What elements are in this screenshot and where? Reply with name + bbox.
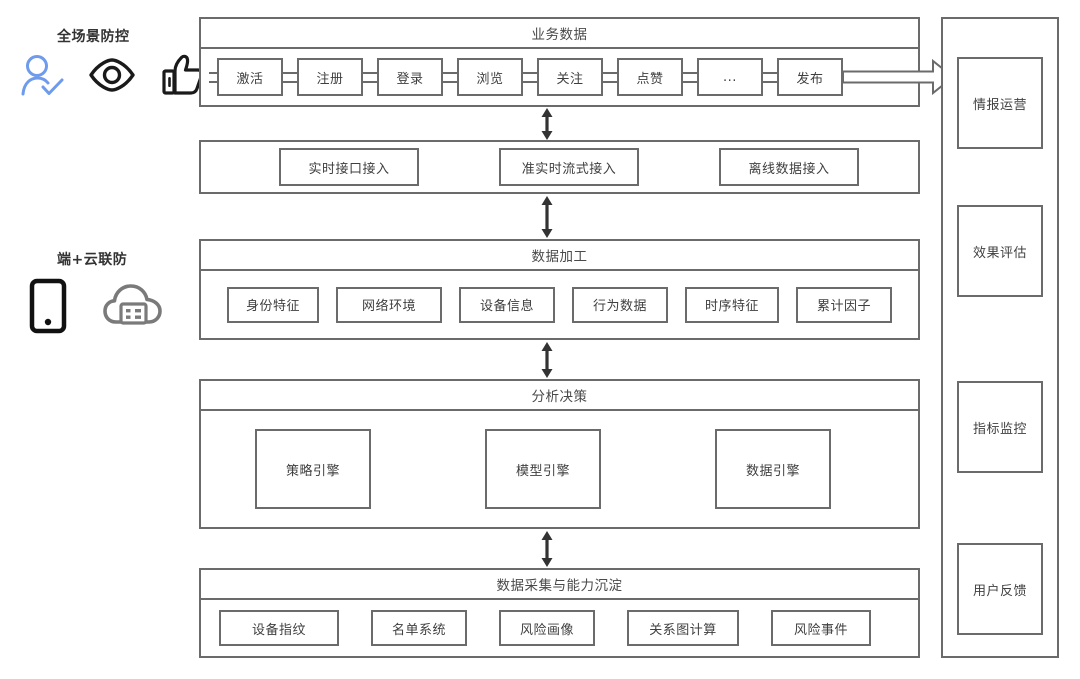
section-analysis-decision: 分析决策 策略引擎 模型引擎 数据引擎 (199, 379, 920, 529)
cell-behavior-data[interactable]: 行为数据 (572, 286, 668, 323)
section-analysis-decision-header: 分析决策 (201, 381, 918, 411)
rail-cell-intel-operations[interactable]: 情报运营 (957, 57, 1043, 149)
section-business-data-header: 业务数据 (201, 19, 918, 49)
user-verified-icon (18, 52, 66, 102)
section-analysis-decision-body: 策略引擎 模型引擎 数据引擎 (201, 411, 918, 527)
pipe-connector (603, 71, 617, 83)
connector-arrow-1 (540, 108, 554, 140)
section-title: 数据加工 (531, 249, 588, 265)
flow-cell-activate[interactable]: 激活 (217, 58, 283, 96)
pipe-connector (523, 71, 537, 83)
flow-cell-publish[interactable]: 发布 (777, 58, 843, 96)
section-title: 业务数据 (531, 27, 588, 43)
section-operations-rail: 情报运营 效果评估 指标监控 用户反馈 (941, 17, 1059, 658)
pipe-connector (363, 71, 377, 83)
cell-model-engine[interactable]: 模型引擎 (485, 429, 601, 509)
cell-strategy-engine[interactable]: 策略引擎 (255, 429, 371, 509)
thumbs-up-icon (158, 52, 206, 102)
flow-arrow-right-icon (843, 58, 955, 96)
section-data-processing: 数据加工 身份特征 网络环境 设备信息 行为数据 时序特征 累计因子 (199, 239, 920, 340)
section-data-processing-header: 数据加工 (201, 241, 918, 271)
cell-data-engine[interactable]: 数据引擎 (715, 429, 831, 509)
cell-graph-computation[interactable]: 关系图计算 (627, 610, 739, 646)
cell-offline-data-access[interactable]: 离线数据接入 (719, 148, 859, 186)
connector-arrow-2 (540, 196, 554, 238)
cell-time-series-features[interactable]: 时序特征 (685, 286, 779, 323)
flow-cell-follow[interactable]: 关注 (537, 58, 603, 96)
cell-identity-features[interactable]: 身份特征 (227, 286, 319, 323)
connector-arrow-3 (540, 342, 554, 378)
section-data-processing-body: 身份特征 网络环境 设备信息 行为数据 时序特征 累计因子 (201, 271, 918, 338)
connector-arrow-4 (540, 531, 554, 567)
flow-cell-register[interactable]: 注册 (297, 58, 363, 96)
cell-device-info[interactable]: 设备信息 (459, 286, 555, 323)
section-data-collection: 数据采集与能力沉淀 设备指纹 名单系统 风险画像 关系图计算 风险事件 (199, 568, 920, 658)
section-title: 分析决策 (531, 389, 588, 405)
pipe-connector (683, 71, 697, 83)
cell-near-realtime-stream-access[interactable]: 准实时流式接入 (499, 148, 639, 186)
left-icon-row-1 (18, 52, 206, 102)
rail-cell-metric-monitoring[interactable]: 指标监控 (957, 381, 1043, 473)
pipe-connector (443, 71, 457, 83)
rail-cell-user-feedback[interactable]: 用户反馈 (957, 543, 1043, 635)
section-title: 数据采集与能力沉淀 (496, 578, 623, 594)
left-group-label-1: 全场景防控 (57, 29, 130, 45)
mobile-device-icon (26, 278, 70, 338)
section-business-data-body: 激活 注册 登录 浏览 关注 点赞 ... 发布 (201, 49, 955, 105)
cell-risk-profile[interactable]: 风险画像 (499, 610, 595, 646)
cell-network-environment[interactable]: 网络环境 (336, 286, 442, 323)
cell-list-system[interactable]: 名单系统 (371, 610, 467, 646)
pipe-connector (209, 71, 217, 83)
left-group-label-2: 端+云联防 (57, 252, 128, 268)
cell-cumulative-factors[interactable]: 累计因子 (796, 286, 892, 323)
section-data-collection-header: 数据采集与能力沉淀 (201, 570, 918, 600)
flow-cell-login[interactable]: 登录 (377, 58, 443, 96)
section-data-collection-body: 设备指纹 名单系统 风险画像 关系图计算 风险事件 (201, 600, 918, 656)
cell-risk-events[interactable]: 风险事件 (771, 610, 871, 646)
left-icon-row-2 (26, 278, 164, 338)
flow-cell-like[interactable]: 点赞 (617, 58, 683, 96)
pipe-connector (763, 71, 777, 83)
cell-device-fingerprint[interactable]: 设备指纹 (219, 610, 339, 646)
section-data-access-body: 实时接口接入 准实时流式接入 离线数据接入 (201, 142, 918, 192)
cell-realtime-api-access[interactable]: 实时接口接入 (279, 148, 419, 186)
eye-icon (88, 52, 136, 102)
rail-cell-effect-evaluation[interactable]: 效果评估 (957, 205, 1043, 297)
section-business-data: 业务数据 激活 注册 登录 浏览 关注 点赞 ... 发布 (199, 17, 955, 107)
flow-cell-browse[interactable]: 浏览 (457, 58, 523, 96)
cloud-server-icon (102, 280, 164, 336)
flow-cell-ellipsis[interactable]: ... (697, 58, 763, 96)
pipe-connector (283, 71, 297, 83)
section-data-access: 实时接口接入 准实时流式接入 离线数据接入 (199, 140, 920, 194)
